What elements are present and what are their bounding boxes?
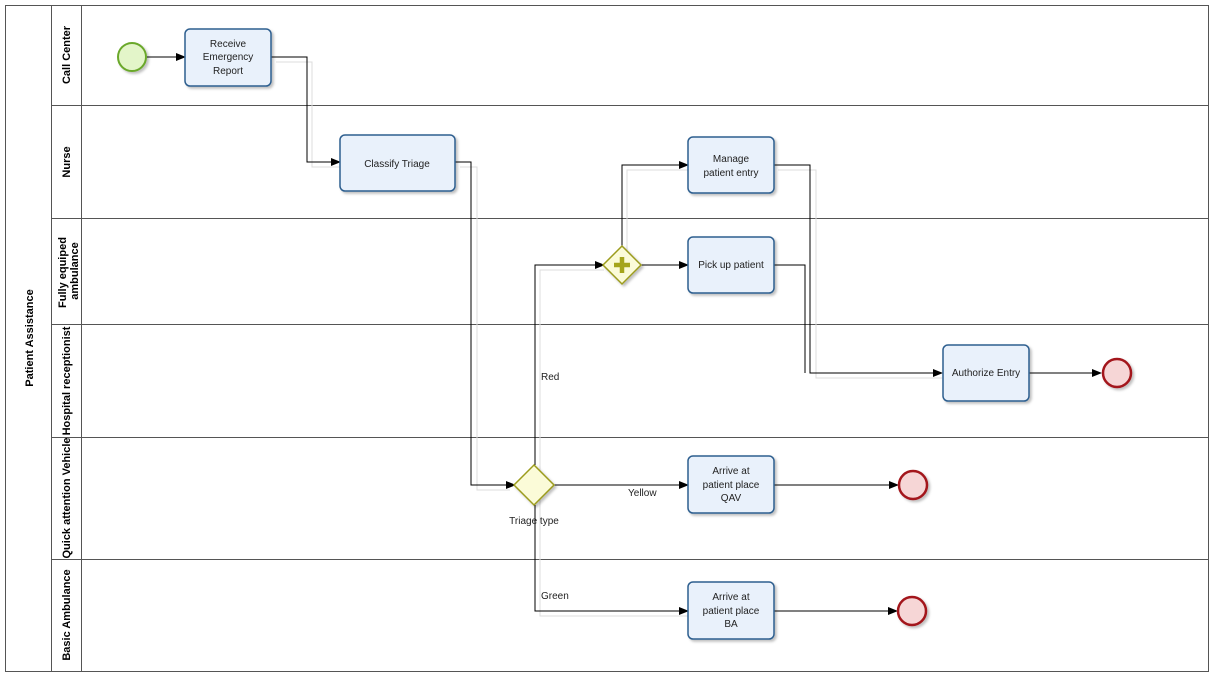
flow-receive-to-classify	[271, 56, 341, 166]
task-label: Report	[213, 66, 243, 77]
task-label: Arrive at	[712, 466, 749, 477]
lane-label-hospital-receptionist: Hospital receptionist	[61, 326, 73, 435]
triage-type-gateway[interactable]	[512, 463, 556, 507]
task-label: patient place	[703, 480, 760, 491]
pool	[5, 5, 1209, 672]
task-classify-triage[interactable]: Classify Triage	[339, 134, 456, 192]
pool-border	[5, 5, 1209, 672]
flow-label-yellow: Yellow	[628, 488, 657, 499]
lane-label-call-center: Call Center	[61, 25, 73, 84]
task-label: QAV	[721, 493, 742, 504]
flow-pickup-to-authorize	[774, 264, 806, 373]
lane-label-basic-ambulance: Basic Ambulance	[61, 569, 73, 660]
end-event-qav[interactable]	[897, 469, 929, 501]
task-label: Receive	[210, 39, 247, 50]
plus-icon	[614, 257, 630, 273]
task-pick-up-patient[interactable]: Pick up patient	[687, 236, 775, 294]
task-arrive-patient-place-ba[interactable]: Arrive at patient place BA	[687, 581, 775, 640]
task-manage-patient-entry[interactable]: Manage patient entry	[687, 136, 775, 194]
task-label: patient entry	[703, 168, 758, 179]
task-label: Authorize Entry	[952, 368, 1020, 379]
end-event-authorize[interactable]	[1101, 357, 1133, 389]
task-label: patient place	[703, 606, 760, 617]
flow-label-red: Red	[541, 372, 559, 383]
task-label: Emergency	[203, 52, 254, 63]
lane-label-nurse: Nurse	[61, 146, 73, 177]
task-receive-emergency-report[interactable]: Receive Emergency Report	[184, 28, 272, 87]
start-event[interactable]	[117, 42, 147, 72]
task-label: Classify Triage	[364, 159, 430, 170]
flow-green	[534, 505, 689, 615]
task-arrive-patient-place-qav[interactable]: Arrive at patient place QAV	[687, 455, 775, 514]
task-label: Manage	[713, 154, 750, 165]
end-event-ba[interactable]	[896, 595, 928, 627]
task-label: Arrive at	[712, 592, 749, 603]
flow-classify-to-gateway	[455, 161, 516, 489]
parallel-gateway[interactable]	[601, 244, 643, 286]
flow-parallel-to-manage	[621, 161, 689, 247]
flow-echoes	[276, 61, 942, 617]
task-authorize-entry[interactable]: Authorize Entry	[942, 344, 1030, 402]
triage-type-gateway-label: Triage type	[509, 516, 559, 527]
task-label: Pick up patient	[698, 260, 764, 271]
lane-label-fully-equipped-ambulance: Fully equiped ambulance	[57, 234, 81, 308]
task-label: BA	[724, 619, 738, 630]
flow-red	[534, 261, 605, 465]
flow-manage-to-authorize	[774, 164, 943, 377]
flow-label-green: Green	[541, 591, 569, 602]
lane-label-quick-attention-vehicle: Quick attention Vehicle	[61, 437, 73, 558]
sequence-flows	[147, 53, 1102, 615]
pool-label: Patient Assistance	[24, 289, 36, 386]
